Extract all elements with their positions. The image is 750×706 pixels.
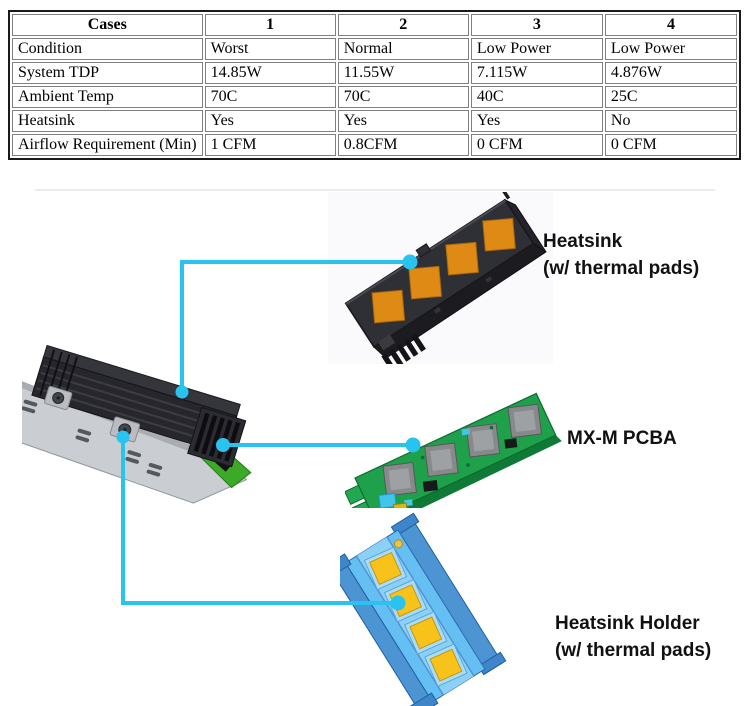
table-row: Heatsink Yes Yes Yes No — [12, 110, 737, 132]
holder-part-image — [340, 512, 507, 706]
table-cell: Yes — [204, 110, 336, 132]
table-cell: 70C — [204, 86, 336, 108]
holder-label: Heatsink Holder (w/ thermal pads) — [555, 610, 711, 664]
table-cell: 70C — [337, 86, 469, 108]
table-cell: 7.115W — [470, 62, 603, 84]
table-cell: Condition — [12, 38, 203, 60]
table-cell: Normal — [337, 38, 469, 60]
assembly-image — [22, 344, 252, 504]
table-cell: 0.8CFM — [337, 134, 469, 156]
table-header-cell: 2 — [337, 14, 469, 36]
table-cell: 11.55W — [337, 62, 469, 84]
holder-label-subtitle: (w/ thermal pads) — [555, 640, 712, 661]
holder-label-title: Heatsink Holder — [555, 613, 700, 634]
table-cell: 0 CFM — [470, 134, 603, 156]
table-cell: Ambient Temp — [12, 86, 203, 108]
table-row: Airflow Requirement (Min) 1 CFM 0.8CFM 0… — [12, 134, 737, 156]
table-cell: Low Power — [604, 38, 737, 60]
table-cell: 14.85W — [204, 62, 336, 84]
table-row: System TDP 14.85W 11.55W 7.115W 4.876W — [12, 62, 737, 84]
heatsink-label-subtitle: (w/ thermal pads) — [543, 258, 700, 279]
heatsink-part-image — [328, 192, 553, 364]
pcba-label: MX-M PCBA — [567, 425, 677, 452]
table-cell: System TDP — [12, 62, 203, 84]
table-header-cell: 3 — [470, 14, 603, 36]
thermal-cases-table: Cases 1 2 3 4 Condition Worst Normal Low… — [8, 10, 741, 160]
assembly-screw-clips — [44, 385, 141, 443]
table-cell: Worst — [204, 38, 336, 60]
table-header-cell: 1 — [204, 14, 336, 36]
table-header-cell: Cases — [12, 14, 203, 36]
table-cell: Low Power — [470, 38, 603, 60]
pcba-label-title: MX-M PCBA — [567, 428, 677, 449]
table-header-row: Cases 1 2 3 4 — [12, 14, 737, 36]
table-row: Condition Worst Normal Low Power Low Pow… — [12, 38, 737, 60]
table-header-cell: 4 — [604, 14, 737, 36]
section-divider — [35, 189, 715, 191]
table-cell: Yes — [337, 110, 469, 132]
table-row: Ambient Temp 70C 70C 40C 25C — [12, 86, 737, 108]
table-cell: 4.876W — [604, 62, 737, 84]
heatsink-label: Heatsink (w/ thermal pads) — [543, 228, 699, 282]
table-cell: 25C — [604, 86, 737, 108]
table-cell: No — [604, 110, 737, 132]
table-cell: 40C — [470, 86, 603, 108]
table-cell: 1 CFM — [204, 134, 336, 156]
pcba-part-image — [345, 392, 562, 508]
heatsink-label-title: Heatsink — [543, 231, 623, 252]
table-cell: 0 CFM — [604, 134, 737, 156]
table-cell: Airflow Requirement (Min) — [12, 134, 203, 156]
table-cell: Yes — [470, 110, 603, 132]
table-cell: Heatsink — [12, 110, 203, 132]
